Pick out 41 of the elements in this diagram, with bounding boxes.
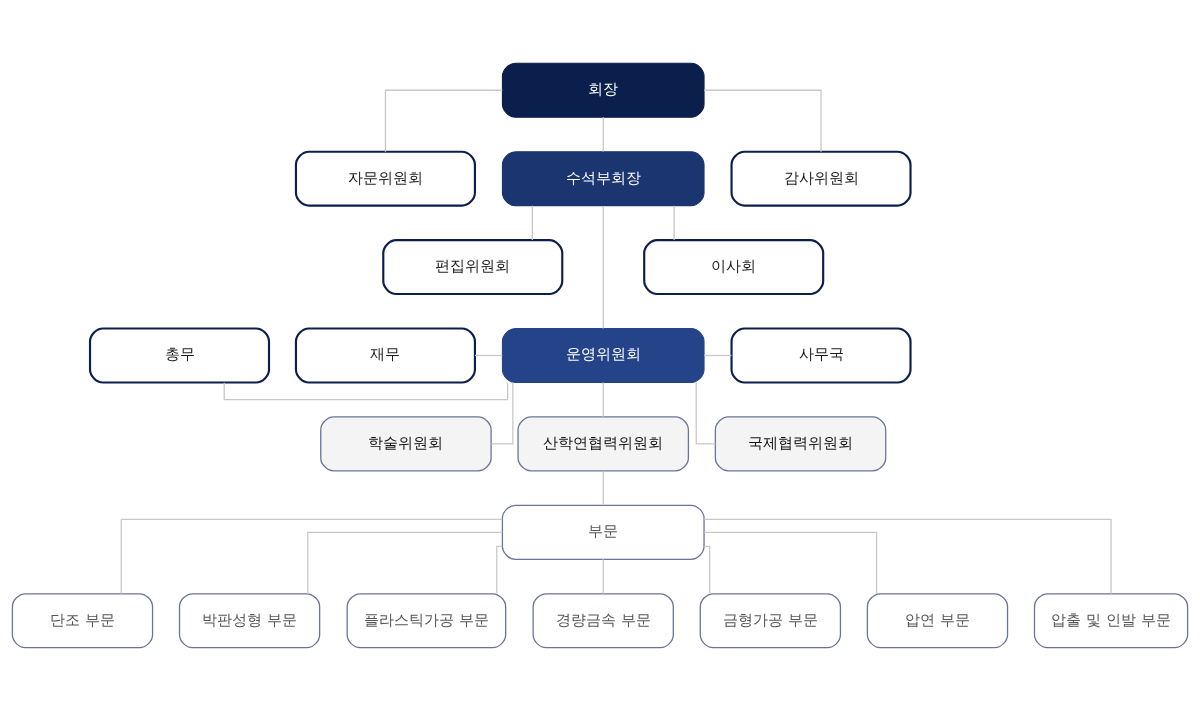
connector xyxy=(602,469,604,506)
connector xyxy=(602,381,604,417)
connector xyxy=(384,89,503,152)
connector xyxy=(496,545,503,594)
node-box: 경량금속 부문 xyxy=(532,592,674,648)
node-box: 사무국 xyxy=(730,326,912,384)
connector xyxy=(703,354,733,356)
node-box: 재무 xyxy=(294,326,476,384)
connector xyxy=(703,518,1112,594)
connector xyxy=(602,558,604,594)
node-box: 부문 xyxy=(501,504,705,560)
connector xyxy=(490,381,514,445)
node-box: 압연 부문 xyxy=(866,592,1009,648)
node-box: 총무 xyxy=(88,326,271,384)
connector xyxy=(602,204,604,329)
node-box: 압출 및 인발 부문 xyxy=(1033,592,1189,648)
connector xyxy=(703,531,878,594)
node-box: 산학연협력위원회 xyxy=(517,415,690,471)
connector xyxy=(474,354,503,356)
node-box: 감사위원회 xyxy=(730,150,912,207)
node-box: 회장 xyxy=(501,62,705,118)
node-box: 운영위원회 xyxy=(501,327,705,383)
connector xyxy=(703,89,822,152)
connector xyxy=(531,204,533,241)
node-box: 이사회 xyxy=(643,238,825,295)
connector xyxy=(703,545,711,594)
connector xyxy=(223,381,509,400)
connector xyxy=(307,531,504,594)
node-box: 편집위원회 xyxy=(382,238,564,295)
node-box: 금형가공 부문 xyxy=(699,592,842,648)
connector xyxy=(673,204,675,241)
node-box: 플라스틱가공 부문 xyxy=(346,592,507,648)
node-box: 수석부회장 xyxy=(501,150,705,206)
node-box: 국제협력위원회 xyxy=(714,415,887,471)
connector xyxy=(695,381,716,445)
node-box: 학술위원회 xyxy=(320,415,492,471)
connector xyxy=(602,116,604,152)
connector xyxy=(120,518,503,594)
node-box: 단조 부문 xyxy=(11,592,154,648)
node-box: 박판성형 부문 xyxy=(178,592,321,648)
node-box: 자문위원회 xyxy=(294,150,476,207)
